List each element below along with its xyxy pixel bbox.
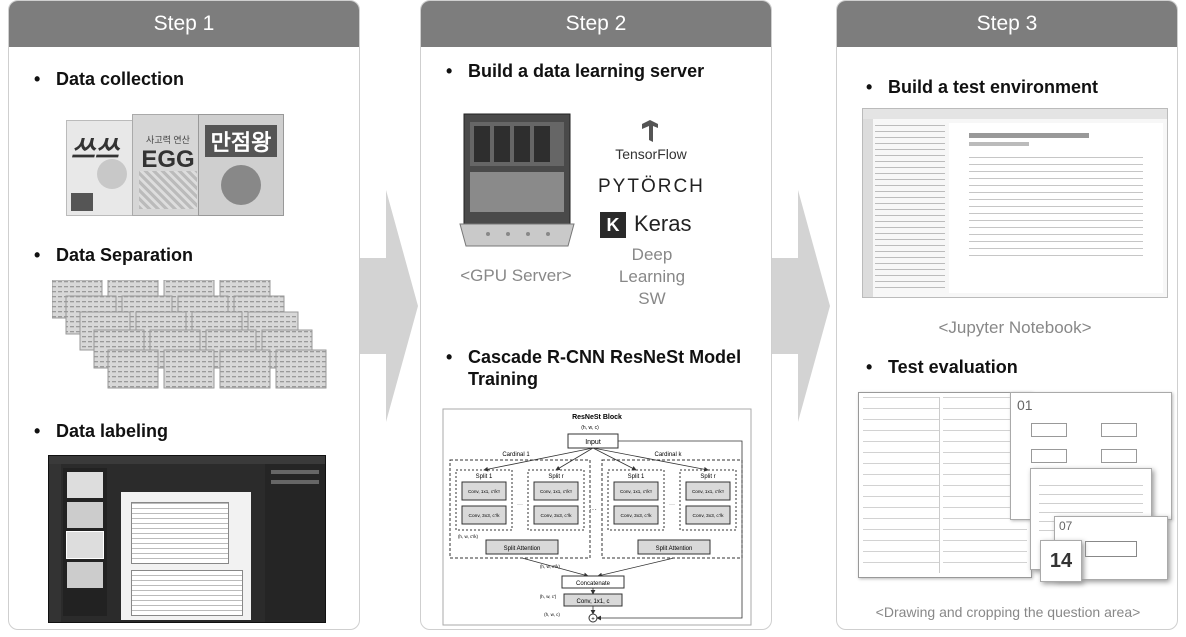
svg-text:Split 1: Split 1 xyxy=(628,474,645,480)
step3-bullet-test-environment: •Build a test environment xyxy=(866,77,1099,97)
svg-text:Split Attention: Split Attention xyxy=(504,546,541,552)
test-evaluation-collage: 01 07 14 xyxy=(858,392,1172,592)
tensorflow-icon xyxy=(642,120,658,142)
resnest-block-diagram: ResNeSt Block (h, w, c) Input Cardinal 1… xyxy=(442,408,752,626)
svg-text:Cardinal 1: Cardinal 1 xyxy=(502,452,530,458)
svg-text:Conv, 3x3, c'/k: Conv, 3x3, c'/k xyxy=(469,513,501,519)
step2-header: Step 2 xyxy=(421,1,771,47)
arrow-step1-to-step2 xyxy=(360,190,418,422)
labeling-tool-screenshot xyxy=(48,455,326,623)
svg-text:Split r: Split r xyxy=(700,474,715,480)
svg-text:···: ··· xyxy=(669,502,675,508)
svg-text:Input: Input xyxy=(585,439,601,446)
svg-text:Conv, 1x1, c: Conv, 1x1, c xyxy=(577,599,610,605)
keras-icon: K xyxy=(600,212,626,238)
step2-bullet-build-server: •Build a data learning server xyxy=(446,61,705,81)
keras-logo-text: Keras xyxy=(634,211,692,236)
svg-text:Concatenate: Concatenate xyxy=(576,581,611,587)
svg-text:(h, w, c): (h, w, c) xyxy=(544,612,560,617)
svg-text:(h, w, c): (h, w, c) xyxy=(581,425,599,431)
book-cover-2: 사고력 연산 EGG xyxy=(132,114,204,216)
tensorflow-logo-text: TensorFlow xyxy=(615,146,687,162)
svg-text:Conv, 1x1, c'/k'r: Conv, 1x1, c'/k'r xyxy=(692,489,725,494)
evaluation-caption: <Drawing and cropping the question area> xyxy=(875,604,1141,620)
svg-text:···: ··· xyxy=(517,502,523,508)
svg-text:Split 1: Split 1 xyxy=(476,474,493,480)
svg-text:Conv, 3x3, c'/k: Conv, 3x3, c'/k xyxy=(541,513,573,519)
arrow-step2-to-step3 xyxy=(772,190,830,422)
svg-text:(h, w, c'/k): (h, w, c'/k) xyxy=(540,564,561,569)
separated-pages-image xyxy=(52,280,327,389)
svg-text:Conv, 1x1, c'/k'r: Conv, 1x1, c'/k'r xyxy=(540,489,573,494)
svg-text:Conv, 3x3, c'/k: Conv, 3x3, c'/k xyxy=(621,513,653,519)
step1-bullet-data-labeling: •Data labeling xyxy=(34,421,169,441)
svg-text:Cardinal k: Cardinal k xyxy=(654,452,682,458)
step3-header: Step 3 xyxy=(837,1,1177,47)
svg-text:Conv, 1x1, c'/k'r: Conv, 1x1, c'/k'r xyxy=(468,489,501,494)
jupyter-caption: <Jupyter Notebook> xyxy=(938,318,1092,337)
book-cover-3: 만점왕 xyxy=(198,114,284,216)
step2-bullet-model-training: •Cascade R-CNN ResNeSt Model Training xyxy=(446,347,742,389)
svg-text:(h, w, c'): (h, w, c') xyxy=(540,594,557,599)
diagram-title: ResNeSt Block xyxy=(572,414,622,421)
step1-header: Step 1 xyxy=(9,1,359,47)
svg-text:+: + xyxy=(591,617,595,623)
textbook-covers-image: 쓰쓰 사고력 연산 EGG 만점왕 xyxy=(66,114,284,216)
step1-bullet-data-separation: •Data Separation xyxy=(34,245,194,265)
gpu-server-image xyxy=(459,113,575,247)
page-number-card: 14 xyxy=(1040,540,1082,582)
svg-text:Split Attention: Split Attention xyxy=(656,546,693,552)
svg-text:Conv, 3x3, c'/k: Conv, 3x3, c'/k xyxy=(693,513,725,519)
pytorch-logo-text: PYTÖRCH xyxy=(598,176,705,197)
book-cover-1: 쓰쓰 xyxy=(66,120,138,216)
gpu-server-caption: <GPU Server> xyxy=(460,266,572,285)
svg-text:Split r: Split r xyxy=(548,474,563,480)
deep-learning-sw-caption: Deep Learning SW xyxy=(618,245,686,308)
step1-bullet-data-collection: •Data collection xyxy=(34,69,185,89)
svg-text:Conv, 1x1, c'/k'r: Conv, 1x1, c'/k'r xyxy=(620,489,653,494)
step3-bullet-test-evaluation: •Test evaluation xyxy=(866,357,1018,377)
svg-text:···: ··· xyxy=(589,505,597,514)
jupyter-notebook-screenshot xyxy=(862,108,1168,298)
svg-text:(h, w, c'/k): (h, w, c'/k) xyxy=(458,534,479,539)
